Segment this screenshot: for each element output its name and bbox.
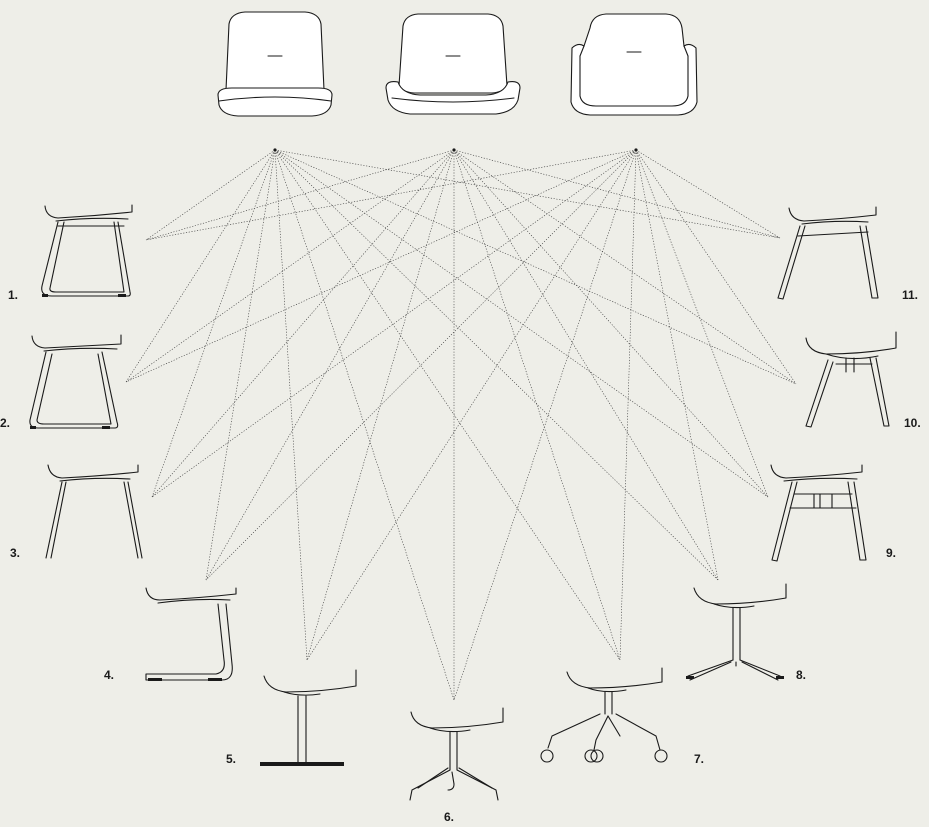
connector-line xyxy=(274,149,797,385)
label-1: 1. xyxy=(8,288,19,302)
connector-line xyxy=(125,149,637,383)
connector-hub xyxy=(273,148,277,152)
connector-line xyxy=(274,149,719,581)
connector-line xyxy=(274,149,455,701)
connector-line xyxy=(145,149,276,241)
connector-line xyxy=(453,149,621,661)
four-leg-steel-chair xyxy=(45,464,143,559)
connector-line xyxy=(453,149,797,385)
label-6: 6. xyxy=(444,810,455,824)
wood-leg-rail-chair xyxy=(777,206,879,300)
connector-hub xyxy=(452,148,456,152)
connector-line xyxy=(274,149,308,661)
connector-line xyxy=(205,149,276,581)
connector-line xyxy=(145,149,455,241)
four-star-base-chair xyxy=(409,707,504,801)
connector-line xyxy=(453,149,781,239)
label-4: 4. xyxy=(104,668,115,682)
three-star-base-chair xyxy=(686,583,787,681)
connector-line xyxy=(306,149,637,661)
connector-line xyxy=(635,149,769,498)
label-3: 3. xyxy=(10,546,21,560)
connector-line xyxy=(635,149,781,239)
connector-line xyxy=(151,149,276,498)
connector-lines xyxy=(125,148,797,701)
label-5: 5. xyxy=(226,752,237,766)
connector-line xyxy=(274,149,621,661)
connector-line xyxy=(205,149,455,581)
castor-swivel-chair xyxy=(540,667,668,763)
connector-line xyxy=(145,149,637,241)
connector-line xyxy=(453,149,719,581)
sled-base-chair-2 xyxy=(29,334,122,429)
connector-line xyxy=(635,149,719,581)
connector-line xyxy=(125,149,455,383)
connector-line xyxy=(151,149,455,498)
connector-line xyxy=(453,149,637,701)
shell-chair xyxy=(217,11,333,117)
label-10: 10. xyxy=(904,416,921,430)
connector-line xyxy=(205,149,637,581)
label-2: 2. xyxy=(0,416,11,430)
label-11: 11. xyxy=(902,288,919,302)
connector-line xyxy=(619,149,637,661)
connector-line xyxy=(125,149,276,383)
connector-line xyxy=(151,149,637,498)
wood-leg-chair xyxy=(805,331,897,428)
connector-line xyxy=(274,149,781,239)
label-7: 7. xyxy=(694,752,705,766)
connector-line xyxy=(306,149,455,661)
sled-base-chair-1 xyxy=(41,204,133,297)
shell-chair-wide xyxy=(385,13,521,115)
wood-leg-stretcher-chair xyxy=(770,464,867,562)
pedestal-plate-chair xyxy=(260,669,357,766)
connector-hub xyxy=(634,148,638,152)
cantilever-chair xyxy=(145,587,237,681)
connector-line xyxy=(453,149,769,498)
shell-armchair xyxy=(570,13,698,116)
label-9: 9. xyxy=(886,546,897,560)
label-8: 8. xyxy=(796,668,807,682)
connector-line xyxy=(274,149,769,498)
connector-line xyxy=(635,149,797,385)
